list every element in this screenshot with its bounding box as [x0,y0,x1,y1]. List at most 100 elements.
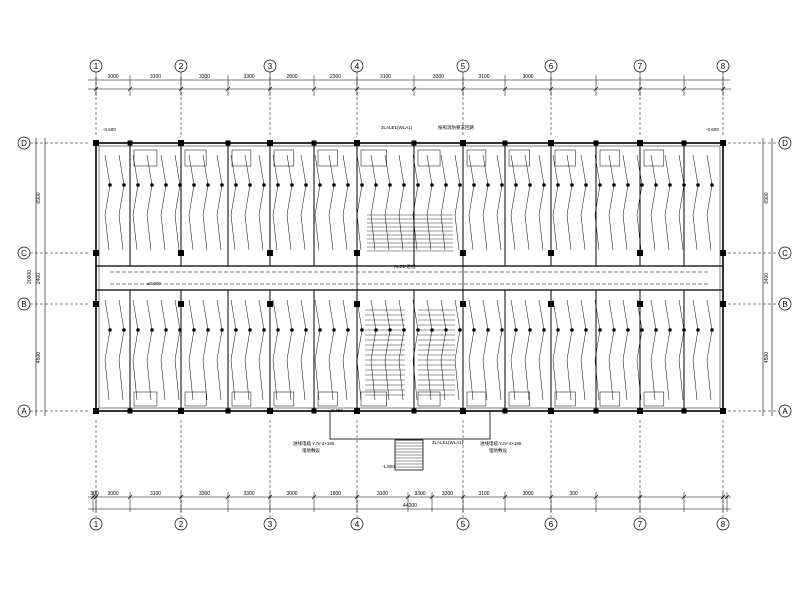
axis-bubble-2-top: 2 [174,59,188,73]
level-top-right: -0.600 [706,127,719,132]
axis-bubble-D-left: D [17,136,31,150]
axis-bubble-2-bottom: 2 [174,517,188,531]
dimension-lines [35,79,773,510]
axis-label: 1 [94,62,99,71]
grid-axis-lines [30,72,780,517]
pipe-note-left: 进线电缆 YJV-4×185 [293,440,335,447]
axis-label: C [21,249,27,258]
axis-label: 3 [268,520,273,529]
axis-bubble-4-top: 4 [350,59,364,73]
dim-bottom: 3100 [478,491,489,497]
dim-top: 2300 [330,74,341,80]
axis-label: A [21,407,27,416]
dim-top: 3100 [478,74,489,80]
axis-label: 3 [268,62,273,71]
axis-bubble-8-bottom: 8 [716,517,730,531]
axis-bubble-4-bottom: 4 [350,517,364,531]
pipe-note-left-sub: 埋地敷设 [302,447,320,454]
axis-label: D [782,139,788,148]
entry-panel-label: 3LALE1(WLA1) [432,440,464,445]
dim-top: 3000 [107,74,118,80]
axis-bubble-B-right: B [778,297,792,311]
axis-bubble-A-left: A [17,404,31,418]
axis-label: 1 [94,520,99,529]
axis-bubble-D-right: D [778,136,792,150]
axis-label: B [21,300,26,309]
axis-label: 6 [549,520,554,529]
dim-bottom: 3100 [150,491,161,497]
axis-label: 7 [638,62,643,71]
dim-right: 6900 [764,192,770,203]
axis-bubble-7-top: 7 [633,59,647,73]
axis-bubble-C-left: C [17,246,31,260]
dim-bottom: 1800 [330,491,341,497]
pipe-note-right: 进线电缆 YJV-4×185 [480,440,522,447]
dim-left-total: 20000 [27,270,33,284]
building-walls [93,140,726,414]
dim-bottom: 3100 [377,491,388,497]
axis-bubble-6-top: 6 [544,59,558,73]
dim-bottom: 300 [569,491,578,497]
dimension-texts: 3000 3100 3300 3300 2800 2300 3100 3300 3100 3000… [27,74,770,509]
dim-right: 4500 [764,352,770,363]
axis-bubble-7-bottom: 7 [633,517,647,531]
axis-label: 2 [179,520,184,529]
dim-top: 3300 [199,74,210,80]
dim-bottom: 3300 [199,491,210,497]
level-entry: -0.450 [330,408,343,413]
dim-bottom: 3000 [107,491,118,497]
dim-top: 3300 [243,74,254,80]
axis-label: 6 [549,62,554,71]
level-top-left: -0.600 [103,127,116,132]
level-bottom: -1.800 [382,464,395,469]
wiring-layer [104,154,714,401]
top-note: 按照消防要求回路 [438,124,474,131]
axis-bubble-B-left: B [17,297,31,311]
axis-label: 5 [461,62,466,71]
axis-bubble-1-bottom: 1 [89,517,103,531]
axis-bubble-8-top: 8 [716,59,730,73]
axis-bubble-6-bottom: 6 [544,517,558,531]
top-panel-label: 3LALE1(WLA1) [381,125,413,130]
dim-bottom: 3000 [522,491,533,497]
axis-bubble-1-top: 1 [89,59,103,73]
axis-bubble-3-bottom: 3 [263,517,277,531]
axis-bubble-5-bottom: 5 [456,517,470,531]
axis-bubble-A-right: A [778,404,792,418]
dim-right: 3400 [764,273,770,284]
dim-bottom: 3300 [414,491,425,497]
dim-bottom: 3000 [286,491,297,497]
dim-bottom-total: 44200 [403,503,417,509]
center-panel-tag: ALE1-进线 [394,263,416,270]
axis-label: 2 [179,62,184,71]
dim-left: 2400 [36,273,42,284]
pipe-note-right-sub: 埋地敷设 [489,447,507,454]
axis-label: B [782,300,787,309]
dim-top: 2800 [286,74,297,80]
dim-top: 3100 [380,74,391,80]
dim-left: 4500 [36,352,42,363]
dim-top: 3100 [150,74,161,80]
axis-label: 5 [461,520,466,529]
dim-bottom: 300 [90,491,99,497]
axis-label: 4 [355,62,360,71]
axis-label: D [21,139,27,148]
stairs [329,142,491,471]
level-mid-left: ±0.000 [147,281,161,286]
axis-bubble-C-right: C [778,246,792,260]
dim-top: 3000 [522,74,533,80]
dim-bottom: 3300 [243,491,254,497]
axis-label: 4 [355,520,360,529]
axis-label: C [782,249,788,258]
axis-label: A [782,407,788,416]
axis-label: 8 [721,520,726,529]
axis-bubble-5-top: 5 [456,59,470,73]
axis-bubble-3-top: 3 [263,59,277,73]
dim-bottom: 3300 [442,491,453,497]
axis-label: 7 [638,520,643,529]
dim-left: 6900 [36,192,42,203]
dim-top: 3300 [433,74,444,80]
axis-label: 8 [721,62,726,71]
